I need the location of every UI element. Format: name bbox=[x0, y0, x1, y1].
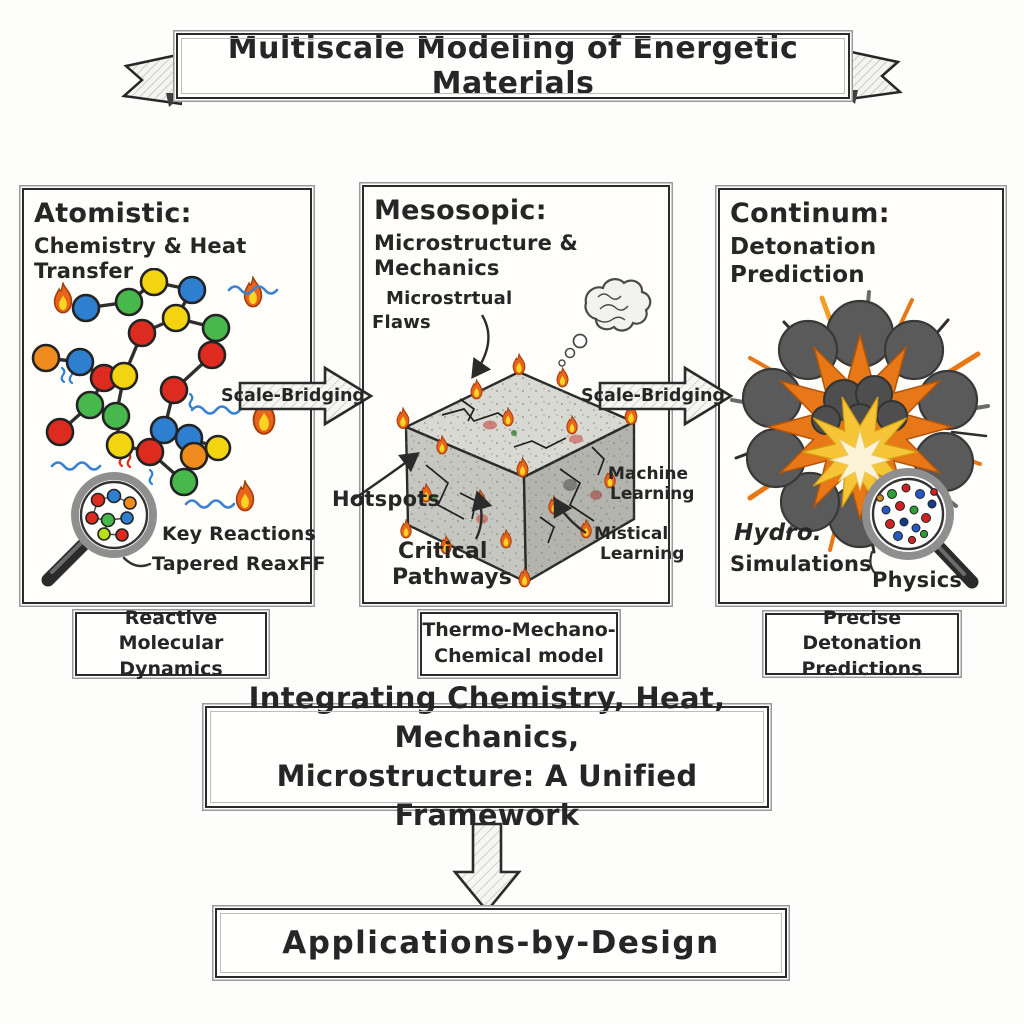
critical-label-line1: Critical bbox=[398, 539, 488, 564]
panel-mesoscopic-subtitle: Microstructure & Mechanics bbox=[374, 231, 579, 281]
particle-dots bbox=[876, 483, 938, 545]
banner-ribbon-tail-left bbox=[121, 52, 182, 106]
magnifier-connector-line bbox=[869, 550, 876, 574]
flaws-label-line1: Microstrtual bbox=[386, 288, 513, 309]
applications-by-design-box: Applications-by-Design bbox=[215, 908, 787, 978]
panel-mesoscopic: Mesosopic: Microstructure & Mechanics bbox=[332, 185, 694, 604]
critical-label-line2: Pathways bbox=[392, 565, 513, 590]
applications-label: Applications-by-Design bbox=[282, 925, 720, 961]
heat-wave-line bbox=[184, 499, 236, 509]
caption-line: Predictions bbox=[801, 657, 923, 680]
annotation-arrows bbox=[353, 314, 587, 540]
panel-continuum: Continum: Detonation Prediction bbox=[718, 188, 1004, 604]
caption-reactive-molecular-dynamics: Reactive Molecular Dynamics bbox=[75, 607, 267, 680]
down-arrow-icon bbox=[452, 822, 522, 914]
banner-ribbon-tail-right bbox=[842, 48, 903, 102]
scale-bridging-label-right: Scale-Bridging bbox=[581, 386, 725, 406]
heat-wave-line bbox=[227, 285, 279, 295]
panel-atomistic-title: Atomistic: bbox=[34, 198, 192, 229]
caption-line: Reactive Molecular bbox=[118, 606, 224, 655]
key-reactions-label: Key Reactions bbox=[162, 523, 316, 545]
thought-bubble bbox=[558, 359, 566, 367]
block-arrow-right-icon bbox=[598, 365, 734, 427]
magnifier-connector-line bbox=[122, 556, 152, 568]
flame-icon bbox=[235, 480, 255, 512]
thought-bubble bbox=[572, 333, 588, 349]
panel-continuum-subtitle: Detonation Prediction bbox=[730, 234, 877, 288]
cube-inclusions bbox=[431, 420, 602, 524]
block-arrow-right-icon bbox=[238, 365, 374, 427]
tapered-reaxff-label: Tapered ReaxFF bbox=[152, 553, 326, 575]
hydro-label: Hydro. bbox=[734, 520, 822, 546]
thought-bubble bbox=[564, 347, 576, 359]
cube-illustration bbox=[353, 278, 652, 588]
caption-line: Thermo-Mechano- bbox=[422, 619, 616, 642]
scale-bridging-arrow-right: Scale-Bridging bbox=[581, 362, 735, 430]
flaws-label-line2: Flaws bbox=[372, 312, 431, 333]
scale-bridging-label-left: Scale-Bridging bbox=[221, 386, 365, 406]
mistical-learning-label-line2: Learning bbox=[600, 544, 685, 564]
heat-wave-line bbox=[50, 461, 102, 471]
physics-label: Physics bbox=[872, 568, 963, 592]
caption-line: Dynamics bbox=[119, 657, 223, 680]
caption-precise-detonation: Precise Detonation Predictions bbox=[765, 607, 959, 680]
magnifier-icon bbox=[41, 472, 157, 587]
caption-line: Chemical model bbox=[434, 645, 604, 667]
flame-icon bbox=[243, 276, 263, 308]
mistical-learning-label-line1: Mistical bbox=[594, 524, 669, 544]
molecule-network-illustration bbox=[31, 268, 279, 587]
title-banner: Multiscale Modeling of Energetic Materia… bbox=[176, 31, 850, 101]
heat-wave-line bbox=[190, 405, 242, 415]
physics-magnifier-icon bbox=[862, 468, 979, 589]
brain-icon bbox=[558, 278, 652, 367]
scale-bridging-arrow-left: Scale-Bridging bbox=[221, 362, 375, 430]
panel-continuum-title: Continum: bbox=[730, 198, 890, 229]
simulations-label: Simulations bbox=[730, 552, 872, 576]
machine-learning-label-line1: Machine bbox=[608, 464, 689, 484]
explosion-illustration bbox=[730, 290, 990, 589]
integration-line2: Microstructure: A Unified Framework bbox=[276, 759, 698, 833]
integration-line1: Integrating Chemistry, Heat, Mechanics, bbox=[248, 680, 726, 754]
flame-icon bbox=[53, 282, 73, 314]
smoke-cloud-center bbox=[811, 375, 908, 437]
blast-core bbox=[828, 428, 892, 492]
page-title: Multiscale Modeling of Energetic Materia… bbox=[227, 31, 799, 101]
panel-mesoscopic-title: Mesosopic: bbox=[374, 195, 547, 226]
caption-thermo-mechano-chemical: Thermo-Mechano- Chemical model bbox=[420, 612, 618, 676]
panel-atomistic-subtitle: Chemistry & Heat Transfer bbox=[34, 234, 247, 284]
cube-cracks bbox=[425, 398, 605, 544]
hotspots-label: Hotspots bbox=[332, 487, 441, 511]
machine-learning-label-line2: Learning bbox=[610, 484, 695, 504]
integration-framework-box: Integrating Chemistry, Heat, Mechanics, … bbox=[205, 681, 769, 832]
magnifier-atoms bbox=[85, 488, 137, 542]
molecule-atoms bbox=[31, 268, 232, 497]
caption-line: Precise Detonation bbox=[802, 606, 922, 655]
